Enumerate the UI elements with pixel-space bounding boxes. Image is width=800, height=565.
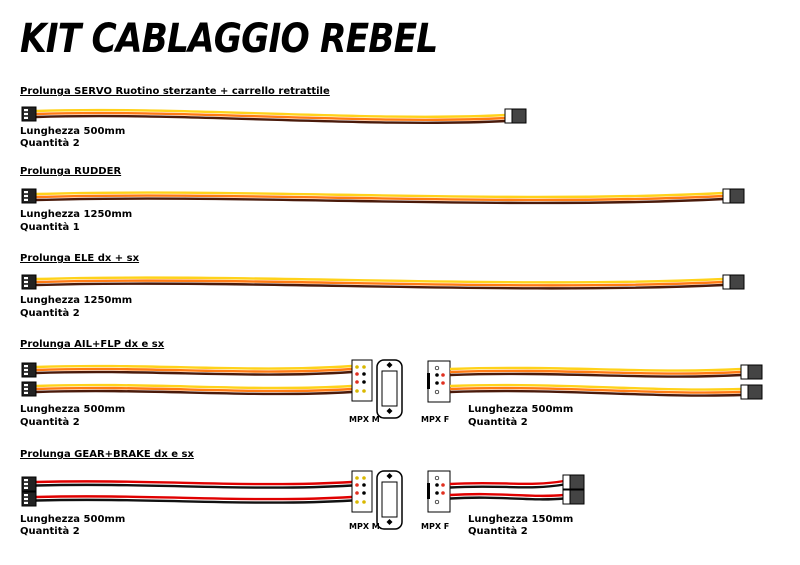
mpx-m-label: MPX M [349,415,380,424]
ail-flp-right-cables [426,360,763,403]
mpx-f-label: MPX F [421,415,450,424]
mpx-f-label: MPX F [421,522,450,531]
page-title: KIT CABLAGGIO REBEL [20,16,438,62]
quantity-label: Quantità 2 [20,308,80,319]
servo-extension-2 [21,188,745,205]
section-title: Prolunga GEAR+BRAKE dx e sx [20,449,194,460]
section-title: Prolunga AIL+FLP dx e sx [20,339,165,350]
servo-extension-3 [21,274,745,290]
quantity-label-right: Quantità 2 [468,417,528,428]
length-label: Lunghezza 1250mm [20,209,133,220]
ail-flp-left-cables [21,359,403,419]
quantity-label: Quantità 2 [20,417,80,428]
length-label: Lunghezza 500mm [20,126,126,137]
quantity-label: Quantità 2 [20,526,80,537]
mpx-m-label: MPX M [349,522,380,531]
quantity-label: Quantità 2 [20,138,80,149]
length-label: Lunghezza 500mm [20,514,126,525]
quantity-label-right: Quantità 2 [468,526,528,537]
quantity-label: Quantità 1 [20,222,80,233]
gear-brake-left-cables [21,470,403,530]
servo-extension-1 [21,106,527,125]
length-label: Lunghezza 1250mm [20,295,133,306]
length-label-right: Lunghezza 500mm [468,404,574,415]
length-label: Lunghezza 500mm [20,404,126,415]
section-title: Prolunga RUDDER [20,166,122,177]
length-label-right: Lunghezza 150mm [468,514,574,525]
section-title: Prolunga ELE dx + sx [20,253,140,264]
section-title: Prolunga SERVO Ruotino sterzante + carre… [20,86,330,97]
gear-brake-right-cables [426,470,585,513]
